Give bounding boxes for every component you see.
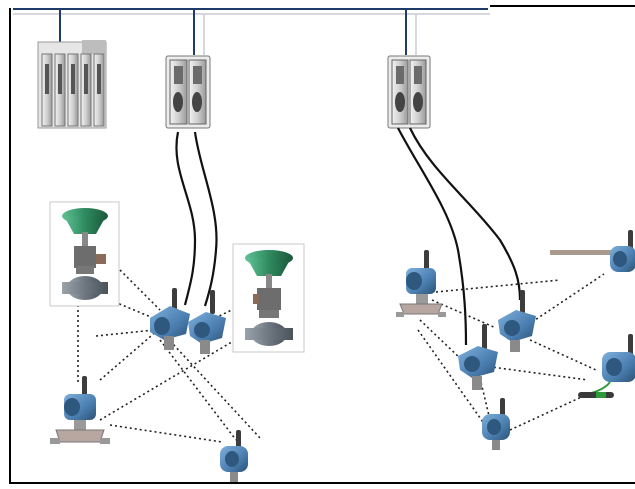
wireless-transmitter-icon [220, 430, 248, 482]
wireless-transmitter-icon [458, 324, 498, 390]
pressure-transmitter-icon [396, 250, 446, 317]
wired-cables [175, 127, 522, 346]
frame-border-left [9, 8, 11, 484]
wireless-transmitter-icon [482, 398, 510, 450]
frame-border-bottom [9, 482, 635, 484]
control-valve-icon [232, 243, 305, 353]
frame-border-top [490, 5, 635, 7]
temperature-transmitter-icon [550, 230, 635, 272]
wireless-links [77, 269, 605, 443]
pressure-transmitter-icon [50, 376, 110, 444]
wireless-gateway-icon [387, 55, 431, 129]
control-valve-icon [49, 201, 120, 307]
wireless-transmitter-icon [188, 290, 226, 354]
wireless-transmitter-icon [498, 290, 536, 352]
wireless-transmitter-icon [150, 288, 190, 350]
controller-rack-icon [37, 40, 107, 129]
control-bus [13, 8, 490, 55]
level-transmitter-icon [578, 334, 635, 398]
wireless-gateway-icon [165, 55, 211, 129]
